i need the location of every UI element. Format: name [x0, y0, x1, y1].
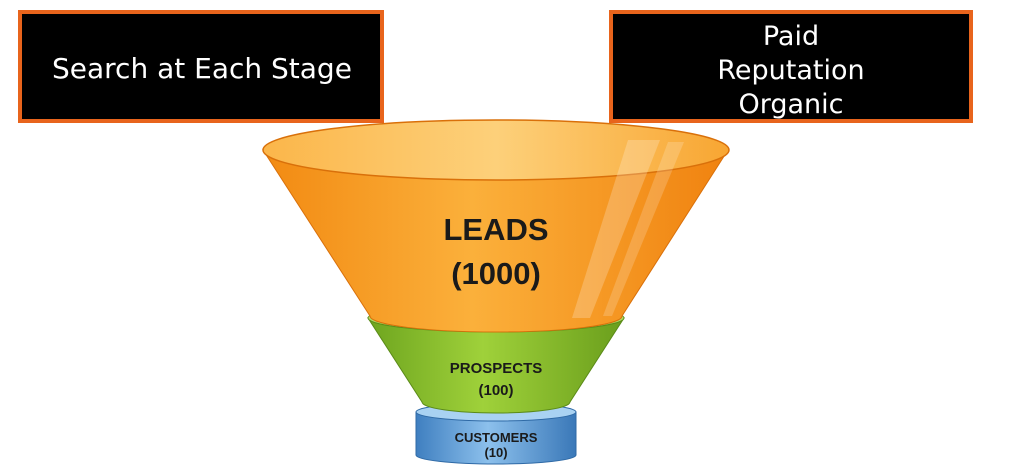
left-label-text: Search at Each Stage: [52, 52, 352, 85]
prospects-count: (100): [478, 382, 513, 399]
right-label-line-paid: Paid: [762, 21, 820, 52]
funnel-stage-leads: LEADS (1000): [262, 119, 730, 333]
right-label-box: Paid Reputation Organic: [609, 10, 973, 123]
left-label-box: Search at Each Stage: [18, 10, 384, 123]
funnel-highlight: [603, 142, 684, 316]
customers-count: (10): [484, 445, 507, 460]
customers-label: CUSTOMERS: [455, 430, 538, 445]
right-label-line-organic: Organic: [738, 89, 844, 120]
leads-count: (1000): [451, 256, 541, 291]
funnel-highlight: [572, 140, 660, 318]
prospects-label: PROSPECTS: [450, 360, 543, 377]
leads-label: LEADS: [443, 212, 548, 247]
right-label-line-reputation: Reputation: [717, 55, 865, 86]
